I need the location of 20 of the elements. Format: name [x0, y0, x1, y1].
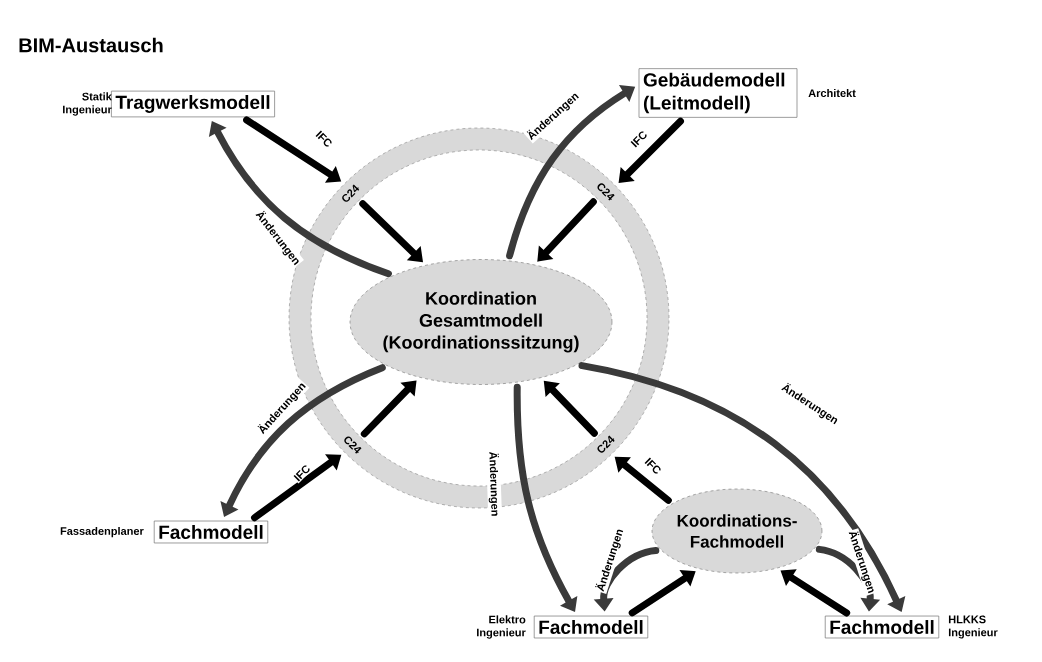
arrow [537, 198, 597, 262]
model-box: Fachmodell [153, 520, 269, 544]
edge-label: IFC [628, 128, 650, 150]
edge-label: IFC [642, 455, 664, 477]
edge-label: Änderungen [486, 450, 503, 518]
role-label: HLKKS Ingenieur [948, 615, 998, 639]
model-box: Fachmodell [824, 615, 940, 639]
role-label: Fassadenplaner [60, 526, 144, 538]
title: BIM-Austausch [19, 37, 163, 53]
edge-label: IFC [313, 128, 335, 150]
arrow [360, 380, 417, 438]
model-box: Tragwerksmodell [111, 90, 275, 118]
edge-label: IFC [291, 462, 313, 484]
role-label: Statik Ingenieur [63, 92, 112, 116]
model-box: Gebäudemodell (Leitmodell) [638, 68, 798, 118]
role-label: Architekt [808, 88, 856, 98]
role-label: Elektro Ingenieur [477, 615, 526, 639]
arrow [628, 569, 696, 617]
model-box: Fachmodell [533, 615, 649, 639]
arrow [578, 362, 906, 612]
